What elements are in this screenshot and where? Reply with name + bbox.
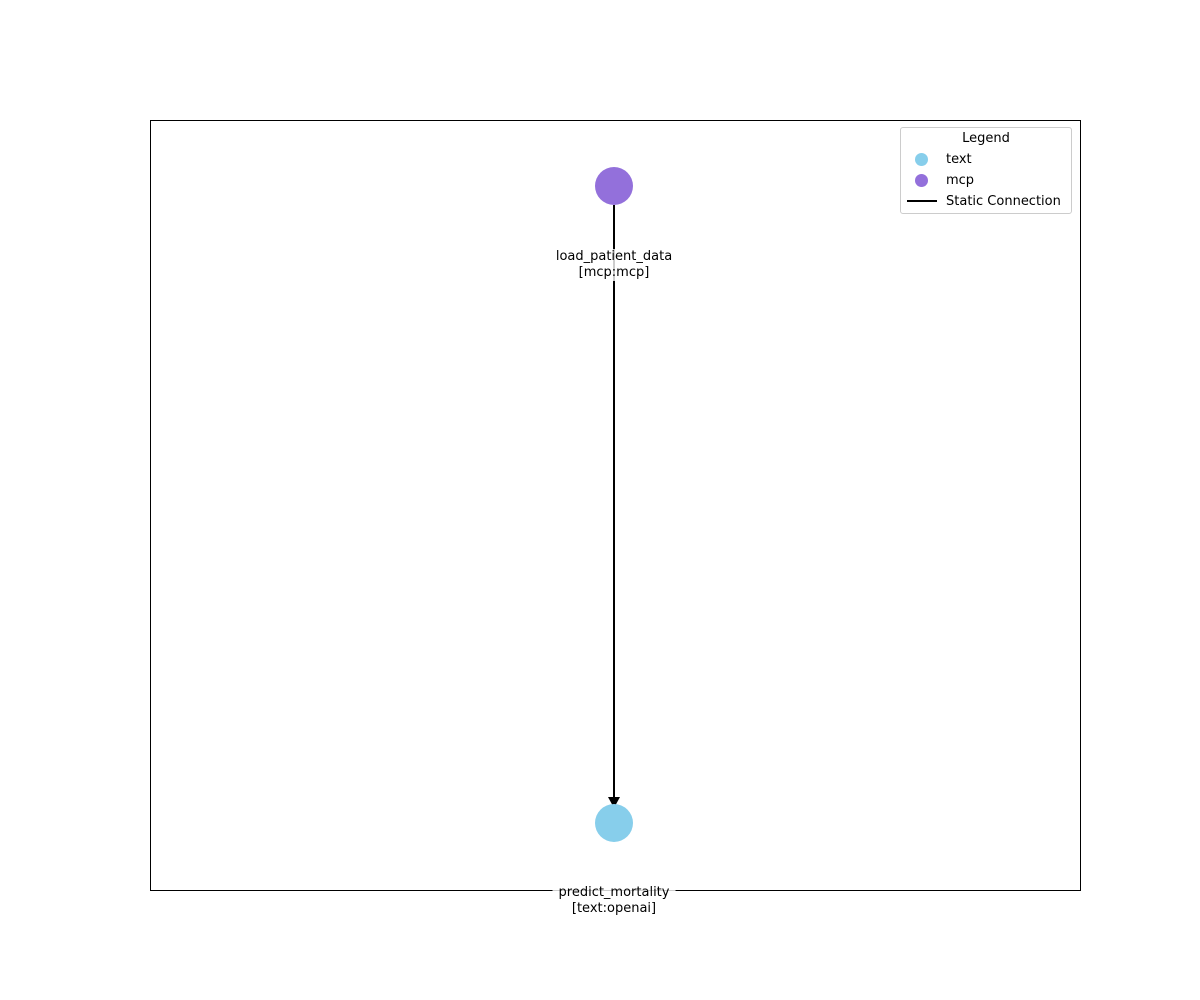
legend-item-static-connection: Static Connection (907, 192, 1061, 210)
node-name: predict_mortality (558, 885, 670, 900)
arrow-head-icon (608, 797, 620, 808)
legend-title: Legend (962, 131, 1010, 146)
legend-item-mcp: mcp (907, 171, 974, 189)
node-name: load_patient_data (555, 249, 673, 264)
legend-label: Static Connection (946, 193, 1061, 209)
legend: Legend text mcp Static Connection (900, 127, 1072, 214)
node-label-load-patient-data: load_patient_data [mcp:mcp] (549, 249, 679, 281)
legend-label: text (946, 151, 972, 167)
node-label-predict-mortality: predict_mortality [text:openai] (552, 885, 676, 917)
node-tag: [text:openai] (571, 901, 657, 916)
node-load-patient-data[interactable] (595, 167, 633, 205)
legend-item-text: text (907, 150, 972, 168)
circle-marker-icon (915, 173, 928, 187)
node-tag: [mcp:mcp] (578, 265, 650, 280)
line-marker-icon (907, 200, 937, 202)
node-predict-mortality[interactable] (595, 804, 633, 842)
legend-label: mcp (946, 172, 975, 188)
circle-marker-icon (915, 152, 928, 166)
